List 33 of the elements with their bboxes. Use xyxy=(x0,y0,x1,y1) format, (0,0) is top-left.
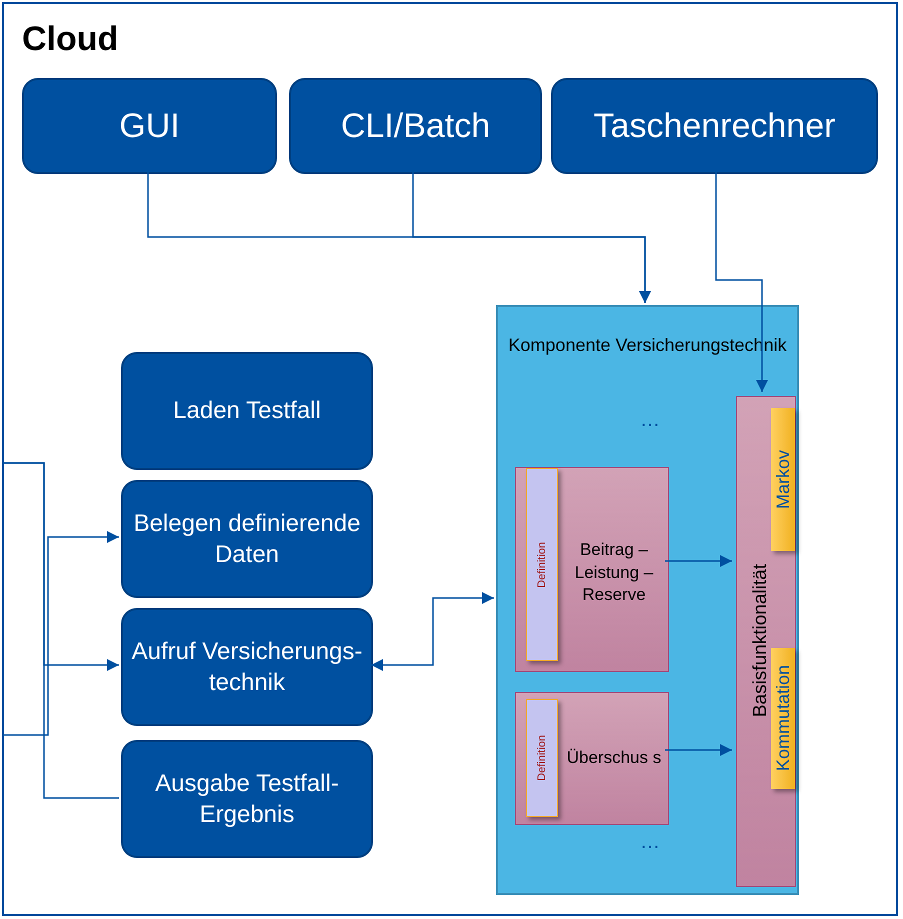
vertical-label: Kommutation xyxy=(772,665,794,772)
arrow xyxy=(4,531,119,736)
definition-strip xyxy=(526,699,558,817)
process-box: Laden Testfall xyxy=(121,352,373,470)
component-box xyxy=(496,305,799,895)
module-box xyxy=(515,467,669,672)
process-box: CLI/Batch xyxy=(289,78,542,174)
arrow xyxy=(715,172,768,392)
box-title: Überschus s xyxy=(566,746,662,769)
definition-strip xyxy=(526,468,558,661)
vertical-label: Definition xyxy=(536,542,548,588)
arrow xyxy=(665,744,732,756)
process-box: Ausgabe Testfall- Ergebnis xyxy=(121,740,373,858)
arrow xyxy=(371,592,494,671)
vertical-label: Basisfunktionalität xyxy=(750,564,772,718)
connector-line xyxy=(4,462,119,799)
vertical-label: Definition xyxy=(536,735,548,781)
method-strip xyxy=(771,408,795,551)
arrow xyxy=(665,555,732,567)
process-box: Belegen definierende Daten xyxy=(121,480,373,598)
process-box: Taschenrechner xyxy=(551,78,878,174)
box-title: Cloud xyxy=(22,18,120,60)
ellipsis-text: … xyxy=(639,832,661,855)
process-box: Aufruf Versicherungs- technik xyxy=(121,608,373,726)
process-box: GUI xyxy=(22,78,277,174)
ellipsis-text: … xyxy=(639,410,661,433)
base-function-bar xyxy=(736,396,796,887)
vertical-label: Markov xyxy=(772,450,794,509)
module-box xyxy=(515,692,669,825)
arrow xyxy=(412,172,651,303)
box-title: Beitrag – Leistung – Reserve xyxy=(574,538,654,606)
box-title: Komponente Versicherungstechnik xyxy=(507,334,788,357)
method-strip xyxy=(771,648,795,789)
